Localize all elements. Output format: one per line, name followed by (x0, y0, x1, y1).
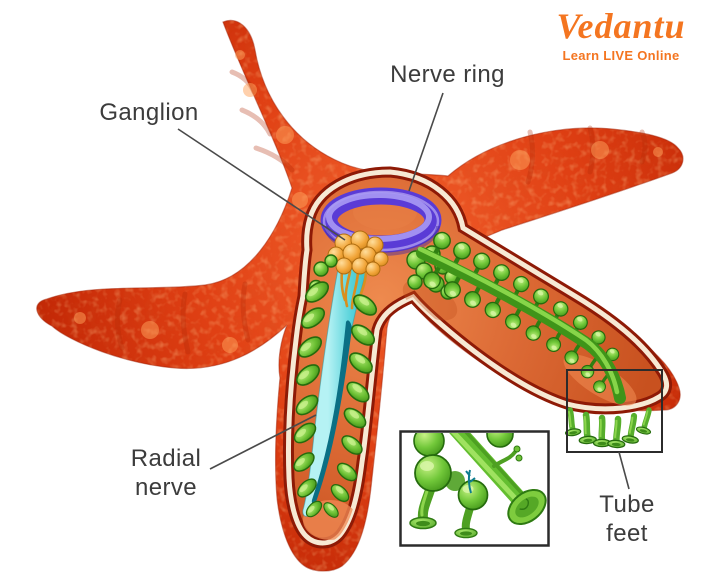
tube-feet-inset (399, 430, 550, 547)
label-radial-nerve: Radial nerve (130, 445, 202, 501)
label-nerve-ring: Nerve ring (390, 61, 505, 88)
label-ganglion: Ganglion (99, 99, 199, 126)
cavity-contents (289, 187, 626, 521)
label-tube-feet: Tube feet (599, 491, 655, 547)
tube-feet-region-box (566, 369, 663, 453)
tube-feet-canal (416, 229, 626, 404)
inset-illustration (409, 433, 547, 539)
leader-line-tube-feet (618, 451, 630, 490)
inset-nerve-mark (465, 469, 476, 494)
vedantu-logo: Vedantu Learn LIVE Online (538, 6, 704, 63)
vedantu-wordmark: Vedantu (556, 6, 686, 46)
radial-nerve-graphic (302, 263, 368, 517)
vedantu-tagline: Learn LIVE Online (562, 47, 680, 63)
leader-lines (177, 92, 630, 490)
leader-line-nerve-ring (408, 92, 444, 192)
radial-nerve-core (311, 320, 352, 505)
leader-line-ganglion (177, 128, 346, 241)
leader-line-radial-nerve (209, 414, 317, 470)
